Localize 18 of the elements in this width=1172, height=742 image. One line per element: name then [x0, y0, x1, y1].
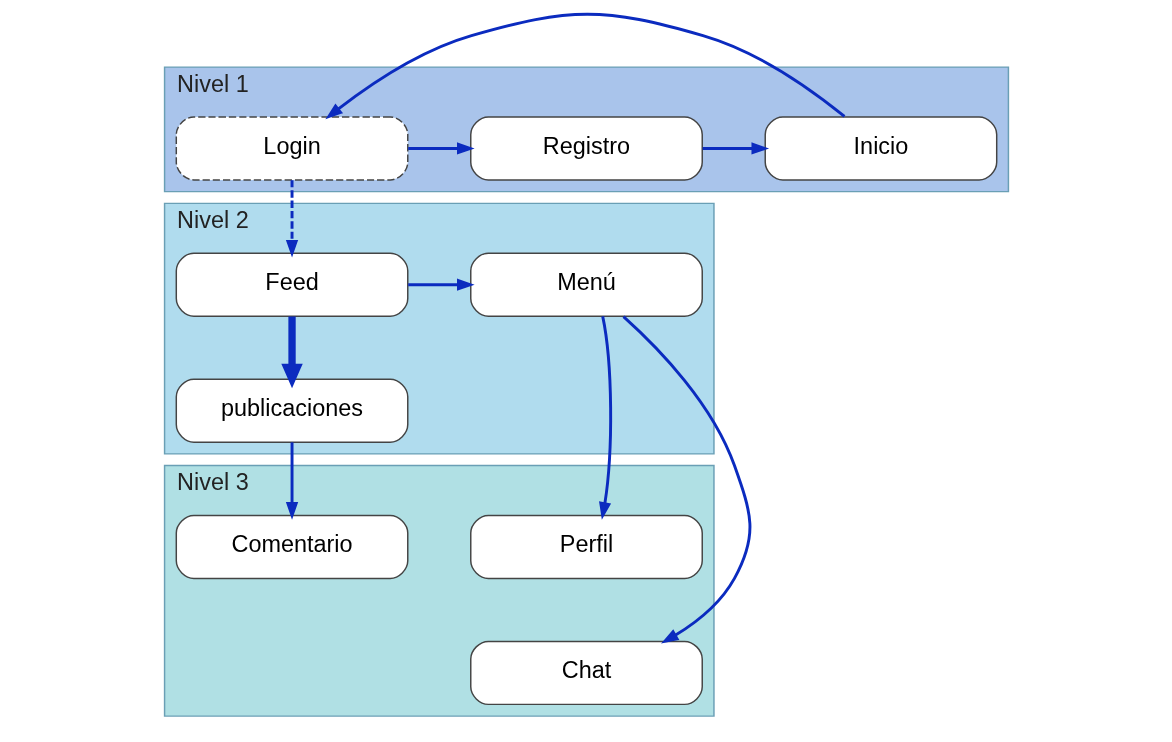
arrow: [285, 442, 298, 520]
node-box: Chat: [469, 640, 703, 706]
node-box: publicaciones: [175, 378, 408, 443]
arrow: [324, 12, 845, 120]
node-box: Login: [175, 116, 408, 181]
node-box: Registro: [469, 116, 703, 181]
node-box: Feed: [175, 252, 408, 317]
node-box: Menú: [469, 252, 703, 317]
arrow: [407, 142, 475, 155]
node-box: Inicio: [764, 116, 997, 181]
arrow: [285, 180, 298, 258]
arrow: [280, 316, 303, 389]
node-box: Comentario: [175, 514, 408, 580]
arrow: [407, 278, 475, 291]
arrow: [622, 315, 751, 644]
arrow: [702, 142, 769, 155]
node-box: Perfil: [469, 514, 703, 580]
arrow: [598, 316, 612, 520]
